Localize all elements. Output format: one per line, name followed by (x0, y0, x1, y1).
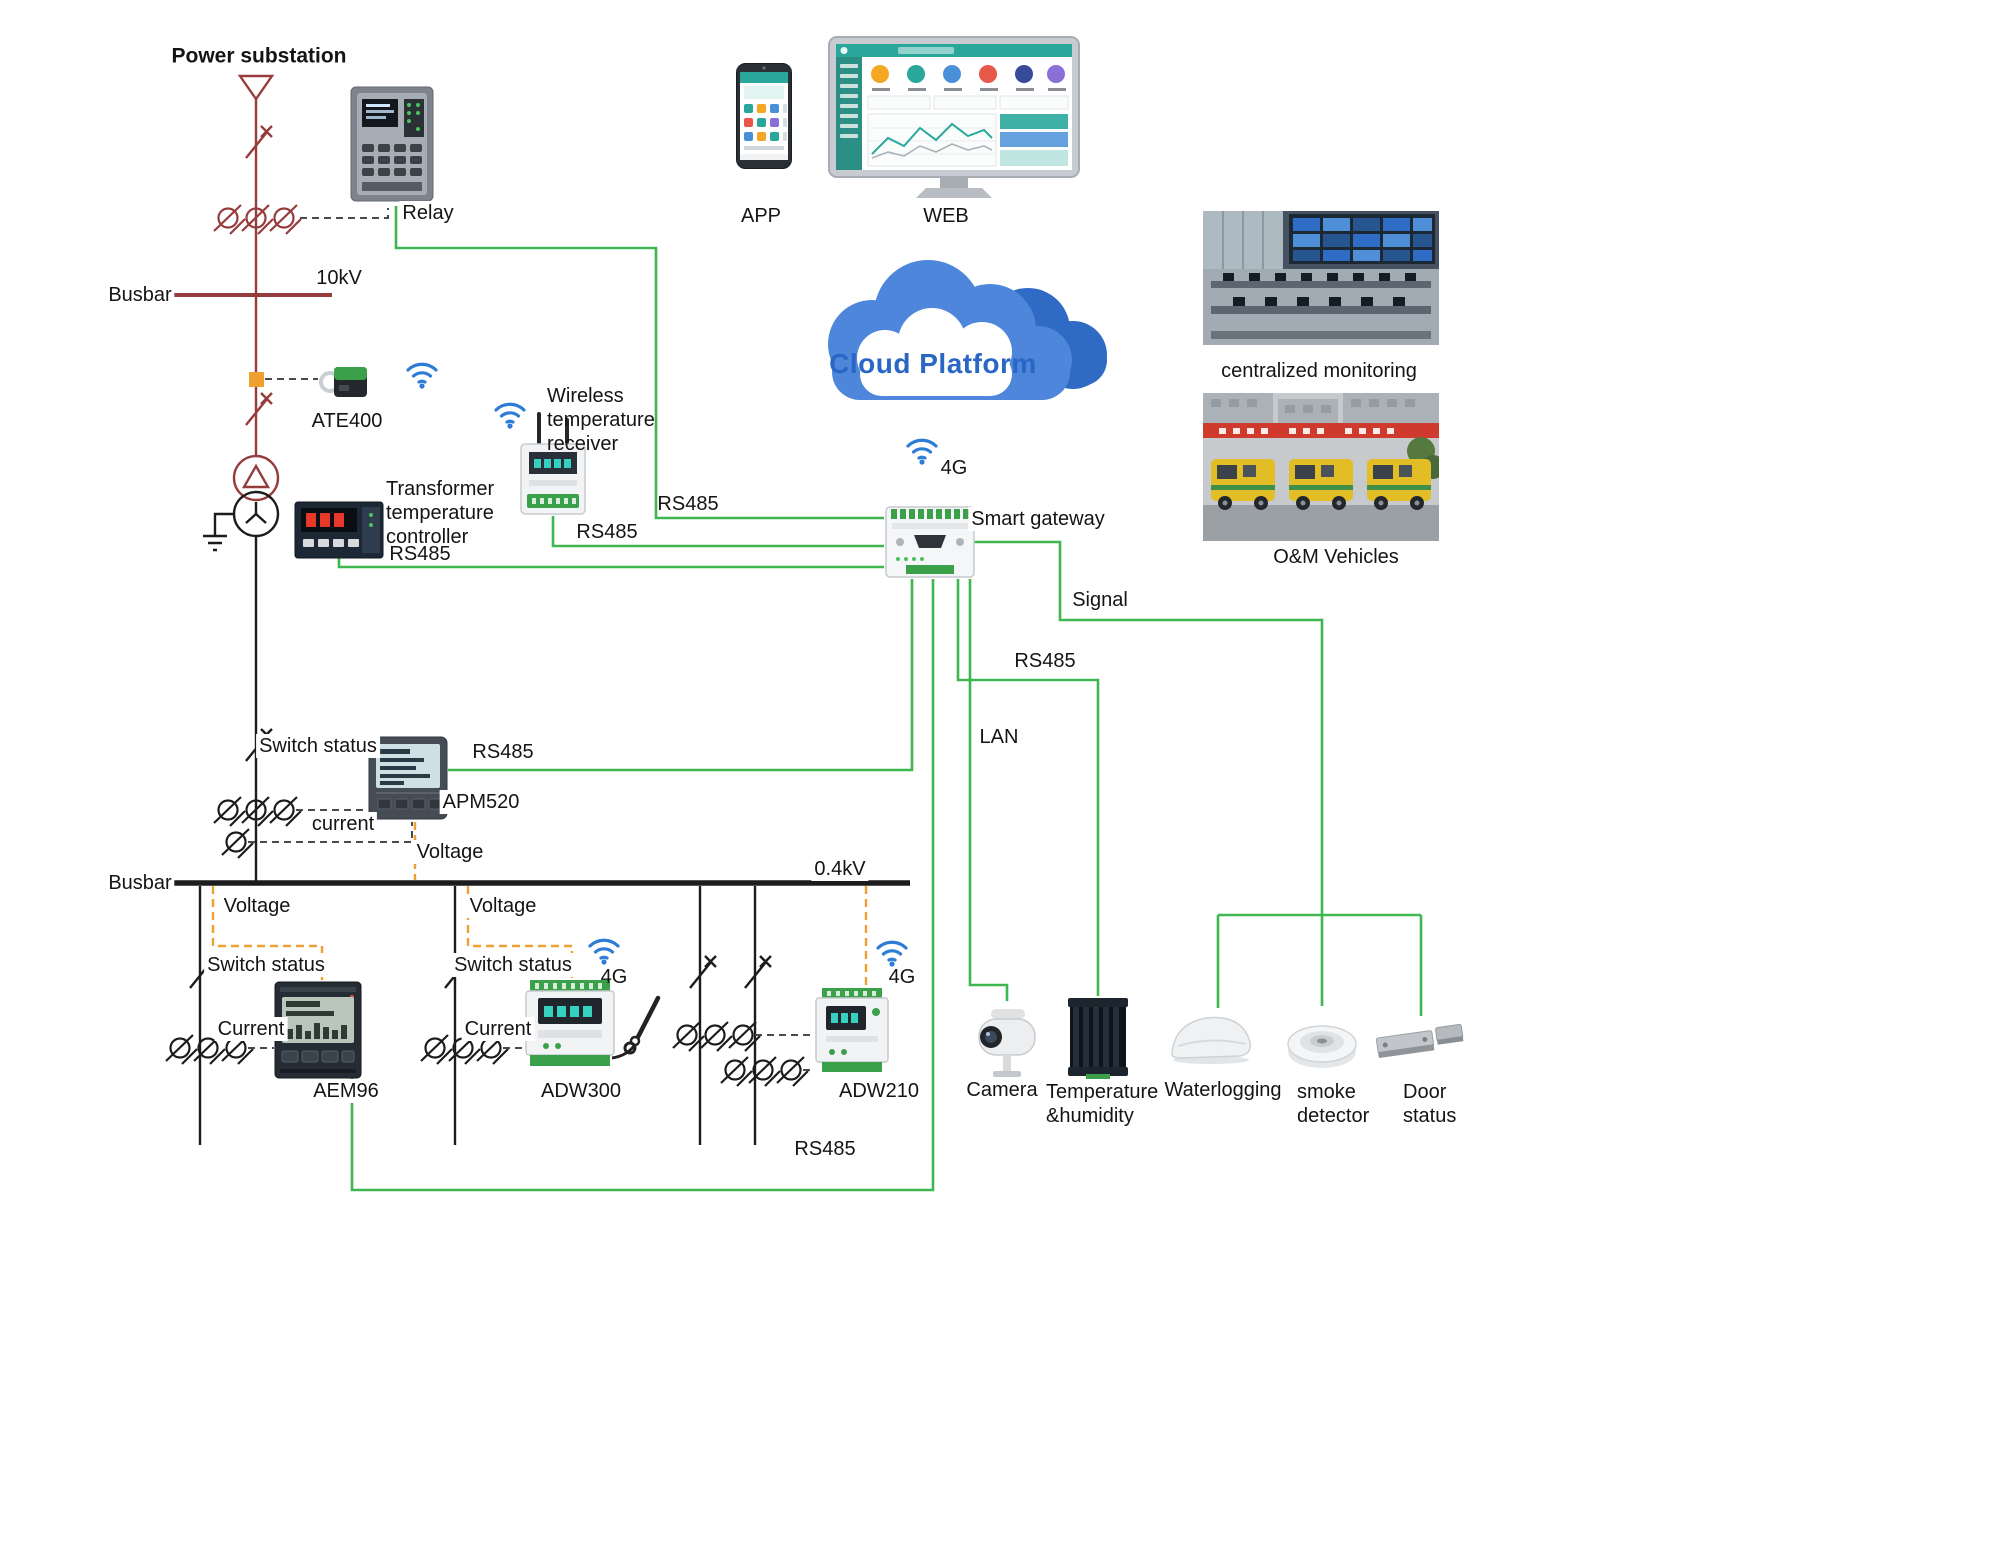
transformer-controller-image (294, 501, 384, 559)
switch-status-feeder2-label: Switch status (451, 953, 575, 977)
hv-single-line (172, 74, 332, 502)
adw210-label: ADW210 (835, 1079, 923, 1103)
adw300-label: ADW300 (537, 1079, 625, 1103)
switch-status-apm520-label: Switch status (256, 734, 380, 758)
relay-label: Relay (399, 201, 457, 225)
lan-label: LAN (979, 726, 1019, 748)
app-label: APP (737, 204, 785, 228)
wifi-adw300-icon (588, 938, 620, 965)
cloud-image (828, 260, 1107, 400)
rs485-bottom-label: RS485 (794, 1138, 856, 1160)
wireless-receiver-label: Wireless temperature receiver (547, 385, 655, 455)
wifi-receiver-icon (494, 402, 526, 429)
current-apm520-label: current (308, 812, 378, 836)
wifi-4g-gateway-icon (906, 438, 938, 465)
adw210-meter-image (815, 988, 889, 1072)
signal-label: Signal (1072, 589, 1128, 611)
rs485-receiver-label: RS485 (576, 521, 638, 543)
lv-single-line (172, 490, 910, 1145)
current-feeder2-label: Current (461, 1017, 535, 1041)
web-label: WEB (920, 204, 972, 228)
g4-adw300-label: 4G (600, 966, 628, 988)
measurement-links (207, 208, 814, 1071)
cloud-platform-label: Cloud Platform (829, 348, 1037, 380)
power-substation-title: Power substation (168, 43, 350, 69)
wifi-ate400-icon (406, 362, 438, 389)
rs485-apm520-label: RS485 (472, 741, 534, 763)
busbar-04kv-label: Busbar (105, 871, 175, 895)
comm-links (337, 206, 1423, 1192)
apm520-label: APM520 (439, 790, 523, 814)
rs485-relay-label: RS485 (657, 493, 719, 515)
apm520-meter-image (368, 736, 448, 820)
temp-humidity-label: Temperature &humidity (1046, 1081, 1159, 1127)
om-vehicles-photo (1203, 393, 1439, 541)
rs485-temp-humidity-label: RS485 (1014, 650, 1076, 672)
camera-image (978, 1009, 1036, 1077)
voltage-04kv-label: 0.4kV (811, 857, 869, 881)
voltage-10kv-label: 10kV (313, 266, 365, 290)
door-status-label: Door status (1403, 1081, 1457, 1127)
ate400-sensor-image (319, 367, 367, 397)
om-vehicles-label: O&M Vehicles (1270, 545, 1402, 569)
centralized-monitoring-photo (1203, 211, 1439, 345)
centralized-monitoring-label: centralized monitoring (1218, 359, 1420, 383)
switch-status-feeder1-label: Switch status (204, 953, 328, 977)
smoke-detector-image (1287, 1025, 1357, 1068)
wireless-receiver-image (520, 412, 586, 515)
smart-gateway-label: Smart gateway (968, 507, 1108, 531)
ate400-label: ATE400 (308, 409, 386, 433)
adw300-meter-image (525, 980, 615, 1066)
transformer-controller-label: Transformer temperature controller (386, 478, 495, 548)
temp-humidity-sensor-image (1068, 998, 1128, 1079)
voltage-feeder1-label: Voltage (220, 894, 294, 918)
voltage-apm520-label: Voltage (413, 840, 487, 864)
camera-label: Camera (963, 1078, 1041, 1102)
relay-device-image (350, 86, 434, 202)
door-contact-image (1375, 1024, 1464, 1059)
waterlogging-sensor-image (1171, 1016, 1252, 1064)
aem96-label: AEM96 (310, 1079, 382, 1103)
smoke-detector-label: smoke detector (1297, 1081, 1370, 1127)
wifi-adw210-icon (876, 940, 908, 967)
ate400-mount-point (249, 372, 264, 387)
web-monitor-image (828, 36, 1080, 198)
aem96-meter-image (274, 981, 362, 1079)
waterlogging-label: Waterlogging (1161, 1078, 1285, 1102)
adw300-antenna-image (611, 995, 661, 1060)
g4-gateway-label: 4G (940, 457, 968, 479)
smart-gateway-image (885, 506, 975, 578)
rs485-controller-label: RS485 (389, 543, 451, 565)
voltage-feeder2-label: Voltage (466, 894, 540, 918)
busbar-10kv-label: Busbar (105, 283, 175, 307)
g4-adw210-label: 4G (888, 966, 916, 988)
current-feeder1-label: Current (214, 1017, 288, 1041)
app-phone-image (736, 63, 792, 169)
